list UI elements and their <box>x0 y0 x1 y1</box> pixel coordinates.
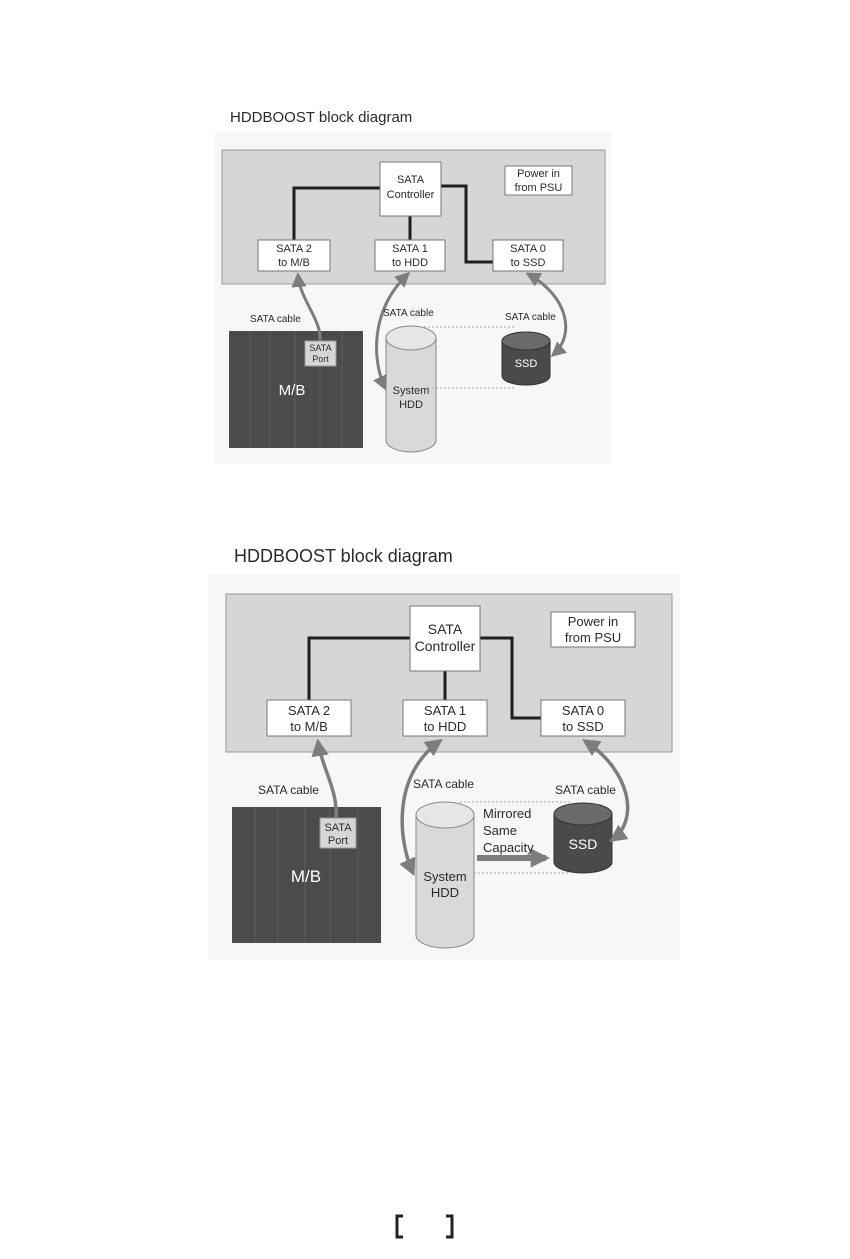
diagram-2-hdd-top <box>415 801 475 829</box>
diagram-2-cable-label-mb: SATA cable <box>258 783 319 797</box>
diagram-2-power-line1: Power in <box>568 614 619 629</box>
diagram-2-sata2-line1: SATA 2 <box>288 703 330 718</box>
diagram-2-port-sata0 <box>540 699 626 737</box>
diagram-2-port-sata2 <box>266 699 352 737</box>
diagram-2-dashed-guides <box>460 801 570 874</box>
diagram-1-hdd-top <box>385 325 437 351</box>
diagram-1-sata0-line1: SATA 0 <box>510 243 546 255</box>
diagram-1-title: HDDBOOST block diagram <box>230 109 412 126</box>
diagram-1-controller-line1: SATA <box>397 174 425 186</box>
page-number-brackets <box>395 1214 454 1239</box>
diagram-2-ssd-label: SSD <box>569 836 598 852</box>
diagram-1: HDDBOOST block diagram SATA Controller P… <box>215 109 611 464</box>
diagram-1-power-line2: from PSU <box>515 182 563 194</box>
diagram-1-controller-line2: Controller <box>387 189 435 201</box>
diagram-1-sata2-line2: to M/B <box>278 257 310 269</box>
diagram-1-sata0-line2: to SSD <box>511 257 546 269</box>
diagram-1-port-sata0 <box>492 239 564 272</box>
diagram-2-cables <box>311 738 630 877</box>
diagram-1-sata-controller <box>379 161 442 217</box>
diagram-2-sata1-line2: to HDD <box>424 719 467 734</box>
diagram-1-motherboard <box>229 331 363 448</box>
diagram-2-sata0-line1: SATA 0 <box>562 703 604 718</box>
diagram-2-sata-controller <box>409 605 481 672</box>
diagram-2-mirror-line2: Same <box>483 823 517 838</box>
diagram-1-power-box <box>504 165 573 196</box>
diagram-1-cable-label-mb: SATA cable <box>250 314 301 325</box>
diagram-2-mb-port-line1: SATA <box>324 822 352 834</box>
diagram-2-sata2-line2: to M/B <box>290 719 328 734</box>
diagram-1-cable-label-ssd: SATA cable <box>505 312 556 323</box>
diagram-1-hdd-line1: System <box>393 385 430 397</box>
diagram-2-mb-port-line2: Port <box>328 835 348 847</box>
diagram-2-controller-line2: Controller <box>415 638 476 654</box>
diagram-2-sata1-line1: SATA 1 <box>424 703 466 718</box>
diagram-2-controller-line1: SATA <box>428 621 463 637</box>
diagram-2-cable-label-hdd: SATA cable <box>413 777 474 791</box>
diagram-1-dashed-guides <box>424 326 514 389</box>
diagram-1-wires <box>292 184 493 264</box>
diagram-1-hdd-line2: HDD <box>399 399 423 411</box>
diagram-2-port-sata1 <box>402 699 488 737</box>
diagram-1-sata1-line2: to HDD <box>392 257 428 269</box>
diagram-2-ssd-top <box>553 802 613 826</box>
diagram-1-power-line1: Power in <box>517 168 560 180</box>
diagram-2-hdd-line1: System <box>423 869 466 884</box>
diagram-2-mirror-line3: Capacity <box>483 840 534 855</box>
diagram-1-port-sata2 <box>257 239 331 272</box>
diagram-1-ssd-label: SSD <box>515 358 538 370</box>
diagram-2-power-box <box>550 611 636 648</box>
diagram-1-sata2-line1: SATA 2 <box>276 243 312 255</box>
diagram-1-cable-label-hdd: SATA cable <box>383 308 434 319</box>
diagram-1-sata1-line1: SATA 1 <box>392 243 428 255</box>
diagram-2-power-line2: from PSU <box>565 630 621 645</box>
diagram-2-hdd-line2: HDD <box>431 885 459 900</box>
diagram-2-motherboard-texture <box>254 807 359 943</box>
diagram-2-sata0-line2: to SSD <box>562 719 603 734</box>
diagram-1-mb-sata-port <box>304 340 337 367</box>
diagram-1-cables <box>291 271 568 391</box>
diagram-1-mb-label: M/B <box>279 382 306 399</box>
diagram-1-ssd-top <box>501 331 551 351</box>
diagram-2-mb-label: M/B <box>291 867 321 886</box>
diagram-2-mirror-line1: Mirrored <box>483 806 531 821</box>
diagram-2: HDDBOOST block diagram SATA Controller P… <box>208 546 680 960</box>
diagram-2-title: HDDBOOST block diagram <box>234 546 453 566</box>
diagram-1-mb-port-line1: SATA <box>309 343 331 353</box>
diagram-1-mb-port-line2: Port <box>312 354 329 364</box>
diagram-2-mb-sata-port <box>319 817 357 849</box>
diagram-2-wires <box>307 636 541 720</box>
diagram-2-cable-label-ssd: SATA cable <box>555 783 616 797</box>
diagram-1-port-sata1 <box>374 239 446 272</box>
